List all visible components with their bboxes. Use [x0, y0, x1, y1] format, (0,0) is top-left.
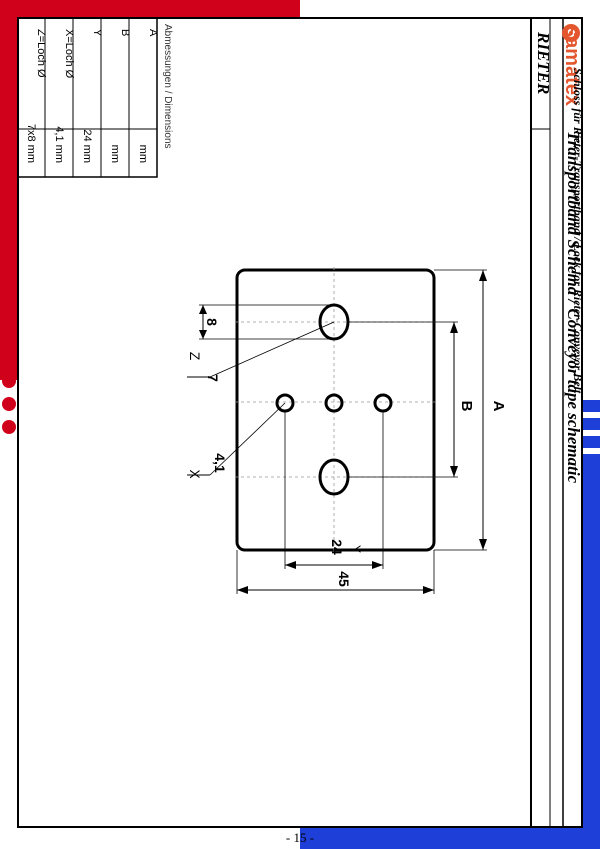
label-8: 8 — [204, 318, 220, 326]
red-dot — [2, 374, 16, 388]
frame-lines — [530, 17, 564, 828]
blue-bottom-bar — [300, 828, 600, 849]
table-row-label: X=Loch Ø — [63, 29, 75, 79]
hole-x — [373, 393, 393, 413]
table-row-label: A — [147, 29, 159, 37]
table-row-value: mm — [109, 144, 121, 163]
table-row-label: B — [119, 29, 131, 37]
dimensions-table — [17, 17, 158, 178]
label-45: 45 — [336, 571, 352, 587]
red-top-bar — [0, 0, 300, 17]
page-number: - 15 - — [285, 830, 315, 845]
label-y: Y — [349, 544, 363, 553]
blue-stripe — [583, 400, 600, 412]
label-b: B — [458, 400, 475, 412]
blue-stripe — [583, 418, 600, 430]
label-4-1: 4,1 — [212, 453, 228, 473]
belt-outline — [235, 268, 436, 552]
table-row-value: mm — [137, 144, 149, 163]
table-row-value: 4,1 mm — [53, 126, 65, 163]
red-left-bar — [0, 0, 17, 380]
blue-stripe — [583, 436, 600, 448]
label-24: 24 — [329, 539, 345, 555]
red-dot — [2, 397, 16, 411]
samatex-logo-icon — [560, 22, 582, 44]
label-x: X — [187, 469, 203, 479]
label-a: A — [490, 400, 507, 412]
label-z: Z — [187, 351, 203, 361]
document-frame — [17, 17, 583, 828]
belt-lock-drawing — [187, 267, 487, 594]
table-row-value: 7x8 mm — [25, 123, 37, 163]
table-row-value: 24 mm — [81, 129, 93, 163]
table-row-label: Y — [91, 29, 103, 37]
table-row-label: Z=Loch Ø — [35, 29, 47, 78]
blue-right-bar — [583, 454, 600, 849]
label-7: 7 — [205, 374, 221, 382]
hole-x — [324, 393, 344, 413]
red-dot — [2, 420, 16, 434]
